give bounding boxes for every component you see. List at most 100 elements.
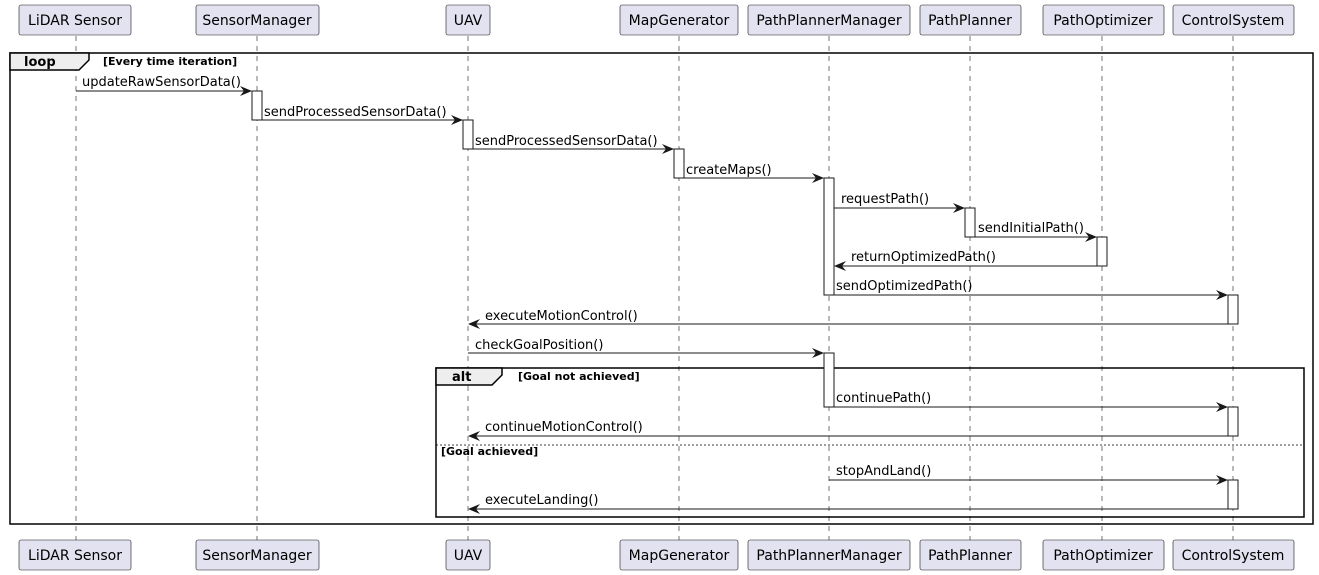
alt-keyword: alt bbox=[452, 370, 471, 385]
activation-bars bbox=[251, 90, 1239, 510]
participant-label: MapGenerator bbox=[629, 548, 730, 564]
participant-label: SensorManager bbox=[202, 548, 312, 564]
message-label: continuePath() bbox=[836, 391, 931, 406]
loop-keyword: loop bbox=[24, 55, 56, 70]
message-label: updateRawSensorData() bbox=[82, 75, 241, 90]
message-label: executeMotionControl() bbox=[485, 309, 638, 324]
activation-path-planner bbox=[964, 207, 976, 238]
message-label: sendProcessedSensorData() bbox=[264, 105, 447, 120]
participant-box bbox=[747, 539, 911, 571]
participant-label: PathPlanner bbox=[928, 548, 1012, 564]
participant-label: PathPlanner bbox=[928, 13, 1012, 29]
participant-box bbox=[18, 4, 132, 36]
participant-label: PathOptimizer bbox=[1053, 548, 1153, 564]
participant-uav: UAV bbox=[445, 539, 491, 571]
alt-else-guard: [Goal achieved] bbox=[441, 445, 538, 458]
participant-label: UAV bbox=[454, 13, 483, 29]
alt-frame-border bbox=[435, 367, 1305, 518]
message-label: requestPath() bbox=[841, 192, 929, 207]
message-label: stopAndLand() bbox=[836, 464, 931, 479]
activation-map-generator bbox=[673, 148, 685, 179]
activation-uav bbox=[462, 119, 474, 150]
loop-frame-border bbox=[9, 52, 1314, 525]
participant-path-planner-manager: PathPlannerManager bbox=[747, 4, 911, 36]
participant-control-system: ControlSystem bbox=[1172, 539, 1295, 571]
participant-sensor-manager: SensorManager bbox=[195, 539, 320, 571]
participant-lidar: LiDAR Sensor bbox=[18, 539, 132, 571]
participant-label: ControlSystem bbox=[1182, 548, 1285, 564]
message: sendOptimizedPath() bbox=[829, 279, 1228, 300]
message: continuePath() bbox=[829, 391, 1228, 412]
message: returnOptimizedPath() bbox=[834, 250, 1097, 271]
participant-lidar: LiDAR Sensor bbox=[18, 4, 132, 36]
activation-path-optimizer bbox=[1096, 236, 1108, 267]
participant-box bbox=[619, 4, 739, 36]
participant-path-planner: PathPlanner bbox=[919, 539, 1022, 571]
participant-path-planner: PathPlanner bbox=[919, 4, 1022, 36]
alt-guard: [Goal not achieved] bbox=[518, 370, 640, 383]
participant-box bbox=[1042, 4, 1165, 36]
participant-box bbox=[1172, 4, 1295, 36]
activation-sensor-manager bbox=[251, 90, 263, 121]
participant-label: ControlSystem bbox=[1182, 13, 1285, 29]
message: checkGoalPosition() bbox=[468, 338, 824, 358]
participant-control-system: ControlSystem bbox=[1172, 4, 1295, 36]
lifelines bbox=[75, 36, 1234, 540]
message-label: executeLanding() bbox=[485, 493, 599, 508]
message-label: returnOptimizedPath() bbox=[851, 250, 996, 265]
participant-box bbox=[195, 4, 320, 36]
participant-box bbox=[1172, 539, 1295, 571]
message: executeMotionControl() bbox=[468, 309, 1228, 329]
participant-label: MapGenerator bbox=[629, 13, 730, 29]
message: requestPath() bbox=[834, 192, 965, 213]
participant-label: PathPlannerManager bbox=[756, 13, 901, 29]
participant-box bbox=[747, 4, 911, 36]
participant-label: LiDAR Sensor bbox=[28, 548, 122, 564]
participant-path-planner-manager: PathPlannerManager bbox=[747, 539, 911, 571]
message: sendProcessedSensorData() bbox=[473, 134, 674, 154]
messages: updateRawSensorData() sendProcessedSenso… bbox=[76, 75, 1228, 514]
participant-label: PathPlannerManager bbox=[756, 548, 901, 564]
message-label: checkGoalPosition() bbox=[475, 338, 603, 353]
message: executeLanding() bbox=[468, 493, 1228, 514]
participant-label: UAV bbox=[454, 548, 483, 564]
participant-box bbox=[445, 539, 491, 571]
activation-control-system-3 bbox=[1227, 479, 1239, 510]
participant-label: PathOptimizer bbox=[1053, 13, 1153, 29]
participant-footer-row: LiDAR Sensor SensorManager UAV MapGenera… bbox=[18, 539, 1295, 571]
activation-control-system-2 bbox=[1227, 406, 1239, 437]
participant-box bbox=[195, 539, 320, 571]
participant-path-optimizer: PathOptimizer bbox=[1042, 539, 1165, 571]
message-label: sendProcessedSensorData() bbox=[475, 134, 658, 149]
loop-frame: loop [Every time iteration] bbox=[9, 52, 1314, 525]
participant-box bbox=[619, 539, 739, 571]
participant-uav: UAV bbox=[445, 4, 491, 36]
participant-sensor-manager: SensorManager bbox=[195, 4, 320, 36]
message: sendProcessedSensorData() bbox=[262, 105, 463, 125]
participant-box bbox=[919, 539, 1022, 571]
participant-label: SensorManager bbox=[202, 13, 312, 29]
alt-frame: alt [Goal not achieved] [Goal achieved] bbox=[435, 367, 1305, 518]
participant-label: LiDAR Sensor bbox=[28, 13, 122, 29]
message: updateRawSensorData() bbox=[76, 75, 252, 96]
message-label: sendOptimizedPath() bbox=[836, 279, 973, 294]
loop-guard: [Every time iteration] bbox=[103, 55, 237, 68]
participant-box bbox=[1042, 539, 1165, 571]
activation-path-planner-manager-2 bbox=[823, 352, 835, 408]
activation-control-system-1 bbox=[1227, 294, 1239, 325]
participant-path-optimizer: PathOptimizer bbox=[1042, 4, 1165, 36]
message: createMaps() bbox=[684, 163, 824, 183]
participant-map-generator: MapGenerator bbox=[619, 539, 739, 571]
participant-box bbox=[445, 4, 491, 36]
message: stopAndLand() bbox=[829, 464, 1228, 485]
alt-frame-tab bbox=[435, 367, 503, 386]
participant-box bbox=[18, 539, 132, 571]
message: sendInitialPath() bbox=[975, 221, 1097, 242]
participant-map-generator: MapGenerator bbox=[619, 4, 739, 36]
activation-path-planner-manager-1 bbox=[823, 177, 835, 296]
message: continueMotionControl() bbox=[468, 420, 1228, 441]
participant-box bbox=[919, 4, 1022, 36]
message-label: continueMotionControl() bbox=[485, 420, 643, 435]
message-label: createMaps() bbox=[686, 163, 772, 178]
